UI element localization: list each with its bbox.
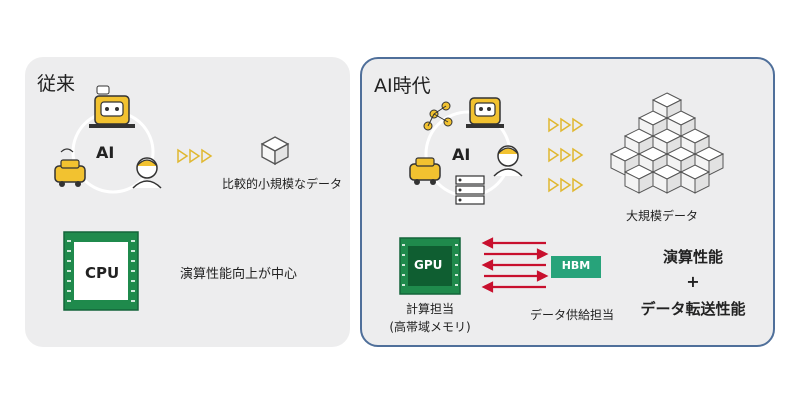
gpu-caption-line1: 計算担当 [405, 302, 454, 316]
small-cube-icon [260, 136, 290, 166]
data-transfer-arrows-icon [481, 237, 549, 293]
small-data-label: 比較的小規模なデータ [222, 177, 343, 191]
car-icon [54, 148, 86, 187]
hbm-caption: データ供給担当 [530, 308, 615, 322]
gpu-chip-label: GPU [414, 258, 443, 272]
chevron-arrows-group [548, 117, 584, 193]
ai-label-left: AI [96, 143, 115, 162]
server-icon [455, 175, 485, 205]
chevron-arrows-icon [548, 117, 584, 133]
cpu-chip [63, 231, 139, 311]
summary-plus: + [686, 272, 700, 291]
chevron-arrows-icon [177, 148, 213, 164]
big-data-label: 大規模データ [626, 209, 699, 223]
person-icon [132, 157, 162, 189]
ai-label-right: AI [452, 145, 471, 164]
ai-cycle-diagram-right [409, 97, 523, 205]
chevron-arrows-icon [548, 147, 584, 163]
hbm-block [551, 256, 601, 278]
cpu-chip-label: CPU [85, 264, 120, 282]
ai-era-panel: AI時代 [360, 57, 775, 347]
summary-compute-performance: 演算性能 [662, 248, 723, 266]
hbm-label: HBM [561, 259, 591, 272]
network-nodes-icon [423, 101, 453, 131]
robot-icon [466, 97, 504, 128]
summary-data-transfer-performance: データ転送性能 [640, 300, 746, 318]
cpu-caption: 演算性能向上が中心 [180, 267, 298, 282]
robot-icon [89, 85, 135, 128]
panel-title-ai-era: AI時代 [374, 75, 431, 97]
ai-cycle-diagram-left [54, 85, 162, 194]
gpu-caption-line2: (高帯域メモリ) [389, 320, 471, 334]
car-icon [409, 157, 441, 185]
gpu-chip [399, 237, 461, 295]
large-cube-stack-icon [610, 92, 724, 194]
person-icon [493, 145, 523, 177]
chevron-arrows-icon [548, 177, 584, 193]
panel-title-conventional: 従来 [37, 73, 76, 95]
